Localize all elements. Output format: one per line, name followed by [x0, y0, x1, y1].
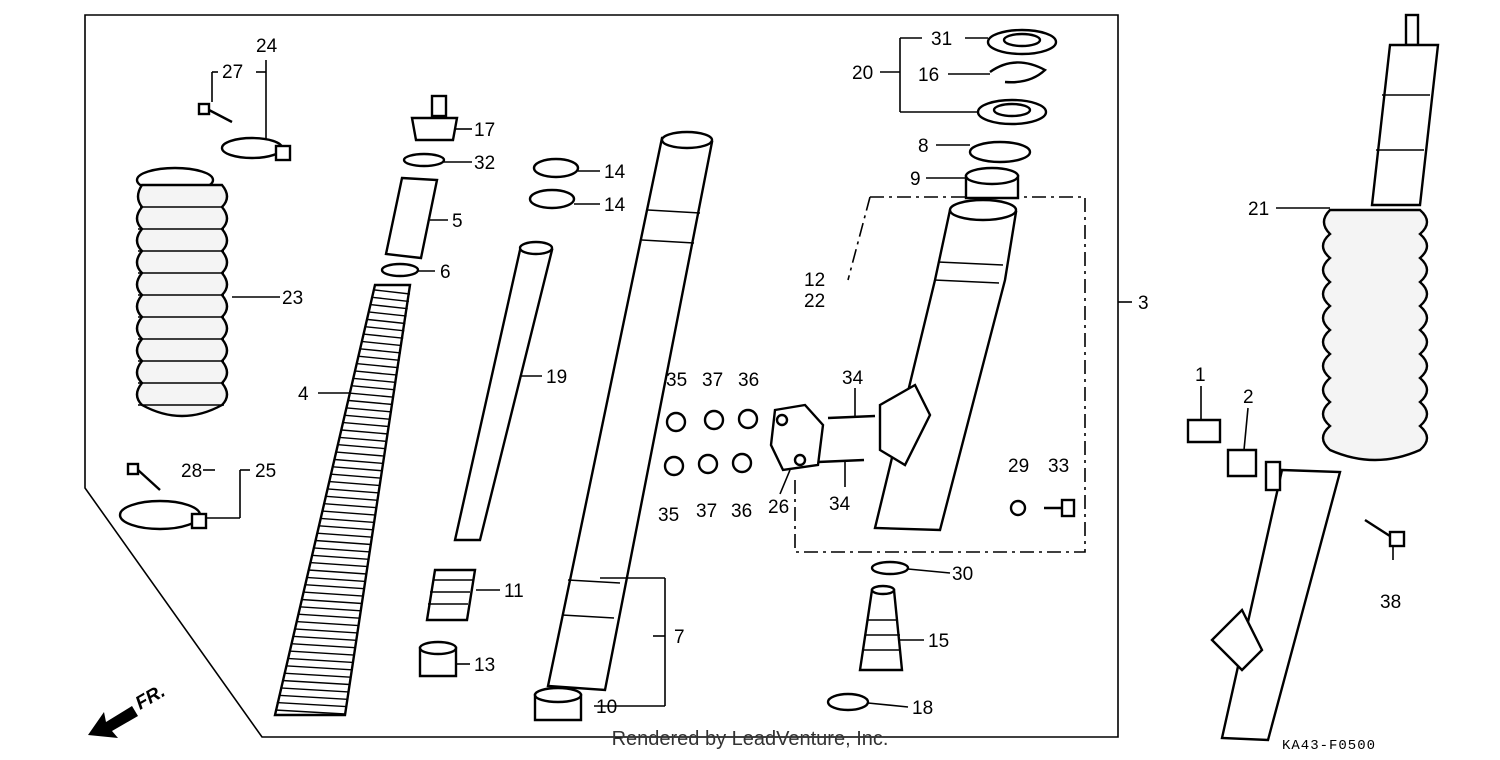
nut-35-upper [665, 411, 687, 433]
callout-18: 18 [912, 698, 933, 719]
callout-20: 20 [852, 63, 873, 84]
seal-18 [826, 692, 870, 712]
callout-16: 16 [918, 65, 939, 86]
callout-1: 1 [1195, 365, 1206, 386]
fork-boot [135, 166, 229, 418]
piston-ring-b [528, 188, 576, 210]
stud-34-upper [827, 414, 876, 420]
washer-37-upper [703, 409, 725, 431]
callout-3: 3 [1138, 293, 1149, 314]
callout-36-upper: 36 [738, 370, 759, 391]
callout-4: 4 [298, 384, 309, 405]
o-ring [402, 152, 446, 168]
callout-37-lower: 37 [696, 501, 717, 522]
guide-bushing [964, 166, 1020, 200]
callout-12: 12 [804, 270, 825, 291]
slide-bushing [533, 686, 583, 722]
callout-15: 15 [928, 631, 949, 652]
washer-30 [870, 560, 910, 576]
callout-25: 25 [255, 461, 276, 482]
callout-29: 29 [1008, 456, 1029, 477]
fork-spring [273, 283, 412, 717]
callout-23: 23 [282, 288, 303, 309]
callout-28: 28 [181, 461, 202, 482]
fork-cap-bolt [410, 94, 459, 142]
render-credit: Rendered by LeadVenture, Inc. [611, 728, 889, 750]
callout-21: 21 [1248, 199, 1269, 220]
bolt-33 [1044, 498, 1076, 518]
screw-27 [197, 102, 233, 124]
callout-27: 27 [222, 62, 243, 83]
piston-ring-a [532, 157, 580, 179]
callout-26: 26 [768, 497, 789, 518]
boot-band-top [220, 136, 292, 162]
callout-34-lower: 34 [829, 494, 851, 515]
callout-24: 24 [256, 36, 278, 57]
damper-rod [453, 240, 554, 542]
callout-labels: 24 27 23 4 28 25 17 32 5 6 14 14 19 11 1… [181, 29, 1401, 719]
stud-34-lower [817, 458, 865, 464]
callout-36-lower: 36 [731, 501, 752, 522]
callout-35-upper: 35 [666, 370, 687, 391]
spacer [384, 176, 439, 260]
callout-17: 17 [474, 120, 495, 141]
callout-8: 8 [918, 136, 929, 157]
washer-36-upper [737, 408, 759, 430]
fork-slider [873, 198, 1018, 532]
front-direction-label: FR. [132, 681, 169, 714]
washer [380, 262, 420, 278]
leader-lines [203, 37, 1394, 708]
nut-35-lower [663, 455, 685, 477]
callout-33: 33 [1048, 456, 1069, 477]
rebound-spring [425, 568, 477, 622]
callout-9: 9 [910, 169, 921, 190]
assembly-boundary [84, 14, 1119, 738]
callout-14-upper: 14 [604, 162, 626, 183]
callout-32: 32 [474, 153, 495, 174]
callout-34-upper: 34 [842, 368, 864, 389]
diagram-code: KA43-F0500 [1282, 738, 1377, 754]
callout-10: 10 [596, 697, 617, 718]
callout-30: 30 [952, 564, 973, 585]
callout-2: 2 [1243, 387, 1254, 408]
oil-lock-piece [418, 640, 458, 678]
callout-19: 19 [546, 367, 567, 388]
fork-tube [546, 130, 714, 692]
oil-seal [976, 98, 1048, 126]
screw-28 [126, 462, 161, 491]
callout-14-lower: 14 [604, 195, 626, 216]
washer-37-lower [697, 453, 719, 475]
backup-ring [968, 140, 1032, 164]
bolt-38 [1364, 518, 1406, 548]
stopper-ring [989, 61, 1048, 84]
callout-5: 5 [452, 211, 463, 232]
callout-7: 7 [674, 627, 685, 648]
callout-22: 22 [804, 291, 825, 312]
callout-35-lower: 35 [658, 505, 679, 526]
nut-29 [1009, 499, 1027, 517]
boot-band-bottom [118, 499, 208, 531]
assembled-fork [1210, 13, 1440, 742]
damper-piece [858, 584, 904, 672]
callout-37-upper: 37 [702, 370, 723, 391]
callout-13: 13 [474, 655, 495, 676]
dust-seal [986, 28, 1058, 56]
axle-holder [769, 403, 825, 472]
washer-36-lower [731, 452, 753, 474]
callout-11: 11 [504, 581, 524, 602]
clamp-2 [1226, 448, 1258, 478]
callout-31: 31 [931, 29, 952, 50]
callout-38: 38 [1380, 592, 1401, 613]
clamp-1 [1186, 418, 1222, 444]
callout-6: 6 [440, 262, 451, 283]
